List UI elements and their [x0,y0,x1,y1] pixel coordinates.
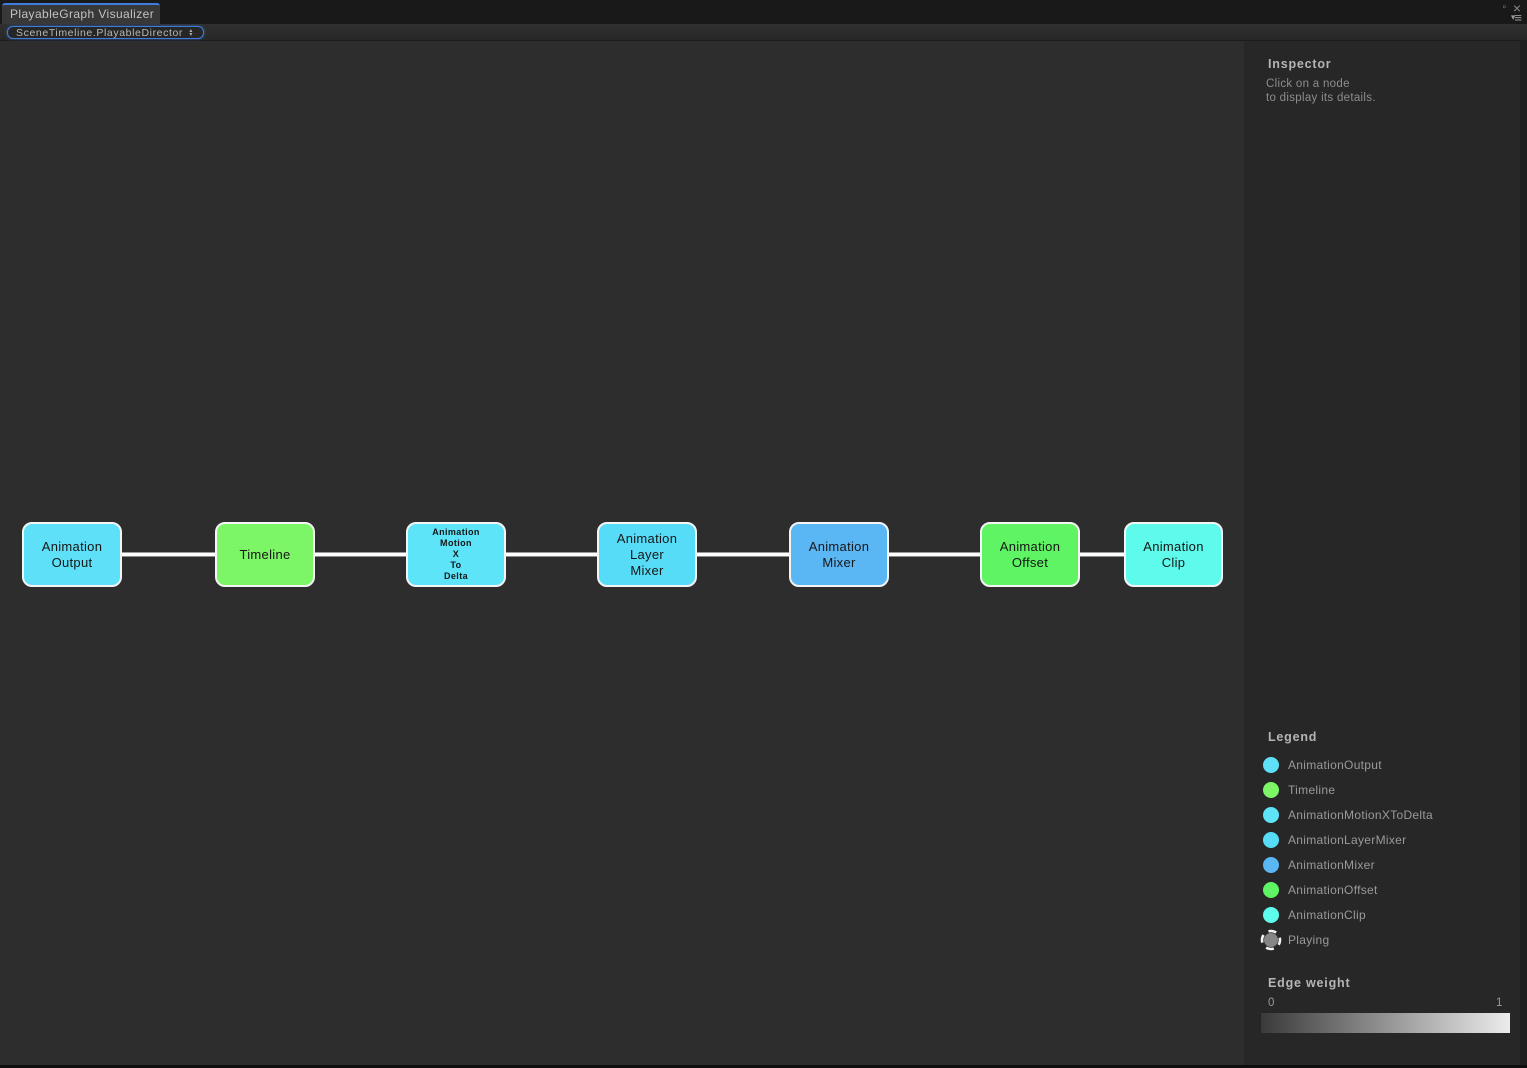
window-bottom-edge [0,1065,1527,1068]
legend-item-playing: Playing [1260,927,1510,952]
edge-weight-min-label: 0 [1268,997,1275,1009]
node-label: Mixer [630,562,664,578]
maximize-icon[interactable]: ▫ [1502,2,1506,13]
edge-offset-clip [1077,552,1127,557]
inspector-title: Inspector [1268,57,1332,71]
tab-title: PlayableGraph Visualizer [10,7,155,21]
node-animation-layer-mixer[interactable]: Animation Layer Mixer [597,522,697,587]
window-right-edge [1520,41,1527,1065]
legend-dot [1263,831,1279,848]
menu-lines-icon: ≡ [1514,10,1522,25]
legend-dot [1263,881,1279,898]
inspector-panel: Inspector Click on a node to display its… [1244,41,1520,1065]
node-timeline[interactable]: Timeline [215,522,315,587]
node-animation-offset[interactable]: Animation Offset [980,522,1080,587]
edge-motionxtodelta-layermixer [503,552,600,557]
toolbar: SceneTimeline.PlayableDirector ▴▾ [0,24,1527,41]
legend-item-animation-mixer: AnimationMixer [1260,852,1510,877]
legend-title: Legend [1268,730,1318,744]
node-label: Clip [1161,554,1186,570]
edge-timeline-motionxtodelta [312,552,409,557]
node-label: Motion [440,538,472,548]
node-label: Mixer [822,554,856,570]
node-label: Animation [432,527,480,537]
legend-item-animation-output: AnimationOutput [1260,752,1510,777]
menu-caret-icon: ▾ [1510,12,1516,22]
node-label: To [450,560,462,570]
node-animation-clip[interactable]: Animation Clip [1124,522,1223,587]
graph-selector-dropdown[interactable]: SceneTimeline.PlayableDirector ▴▾ [7,26,204,39]
node-label: Timeline [239,546,291,562]
edge-layermixer-mixer [694,552,792,557]
legend-dot [1263,781,1279,798]
legend-dot [1263,906,1279,923]
node-animation-output[interactable]: Animation Output [22,522,122,587]
edge-output-timeline [120,552,218,557]
edge-weight-gradient-bar [1261,1013,1510,1033]
legend-dot [1263,756,1279,773]
edge-mixer-offset [886,552,983,557]
graph-canvas[interactable]: Animation Output Timeline Animation Moti… [0,41,1244,1065]
legend-dot [1263,856,1279,873]
inspector-hint: Click on a node to display its details. [1266,78,1376,104]
node-animation-motion-x-to-delta[interactable]: Animation Motion X To Delta [406,522,506,587]
edge-weight-max-label: 1 [1496,997,1503,1009]
window-controls: ▫ × ▾≡ [1496,0,1522,25]
node-label: Animation [616,530,678,546]
node-animation-mixer[interactable]: Animation Mixer [789,522,889,587]
legend-item-animation-layer-mixer: AnimationLayerMixer [1260,827,1510,852]
window-menu-icon[interactable]: ▾≡ [1510,10,1522,25]
node-label: Output [51,554,93,570]
graph-selector-value: SceneTimeline.PlayableDirector [16,26,184,39]
node-label: Animation [808,538,870,554]
playing-dashed-circle-icon [1260,929,1282,951]
legend-item-animation-motion-x-to-delta: AnimationMotionXToDelta [1260,802,1510,827]
tab-playablegraph-visualizer[interactable]: PlayableGraph Visualizer [2,3,160,24]
close-icon[interactable]: × [1512,0,1521,16]
node-label: Animation [1143,538,1204,554]
legend-list: AnimationOutput Timeline AnimationMotion… [1260,752,1510,952]
node-label: Offset [1011,554,1049,570]
legend-dot [1263,806,1279,823]
edge-weight-title: Edge weight [1268,976,1351,990]
node-label: Delta [443,571,468,581]
legend-item-timeline: Timeline [1260,777,1510,802]
node-label: Layer [629,546,665,562]
node-label: Animation [41,538,103,554]
legend-item-animation-clip: AnimationClip [1260,902,1510,927]
legend-item-animation-offset: AnimationOffset [1260,877,1510,902]
node-label: X [452,549,460,559]
title-bar: PlayableGraph Visualizer ▫ × ▾≡ [0,0,1527,24]
node-label: Animation [999,538,1061,554]
dropdown-arrows-icon: ▴▾ [189,27,193,38]
